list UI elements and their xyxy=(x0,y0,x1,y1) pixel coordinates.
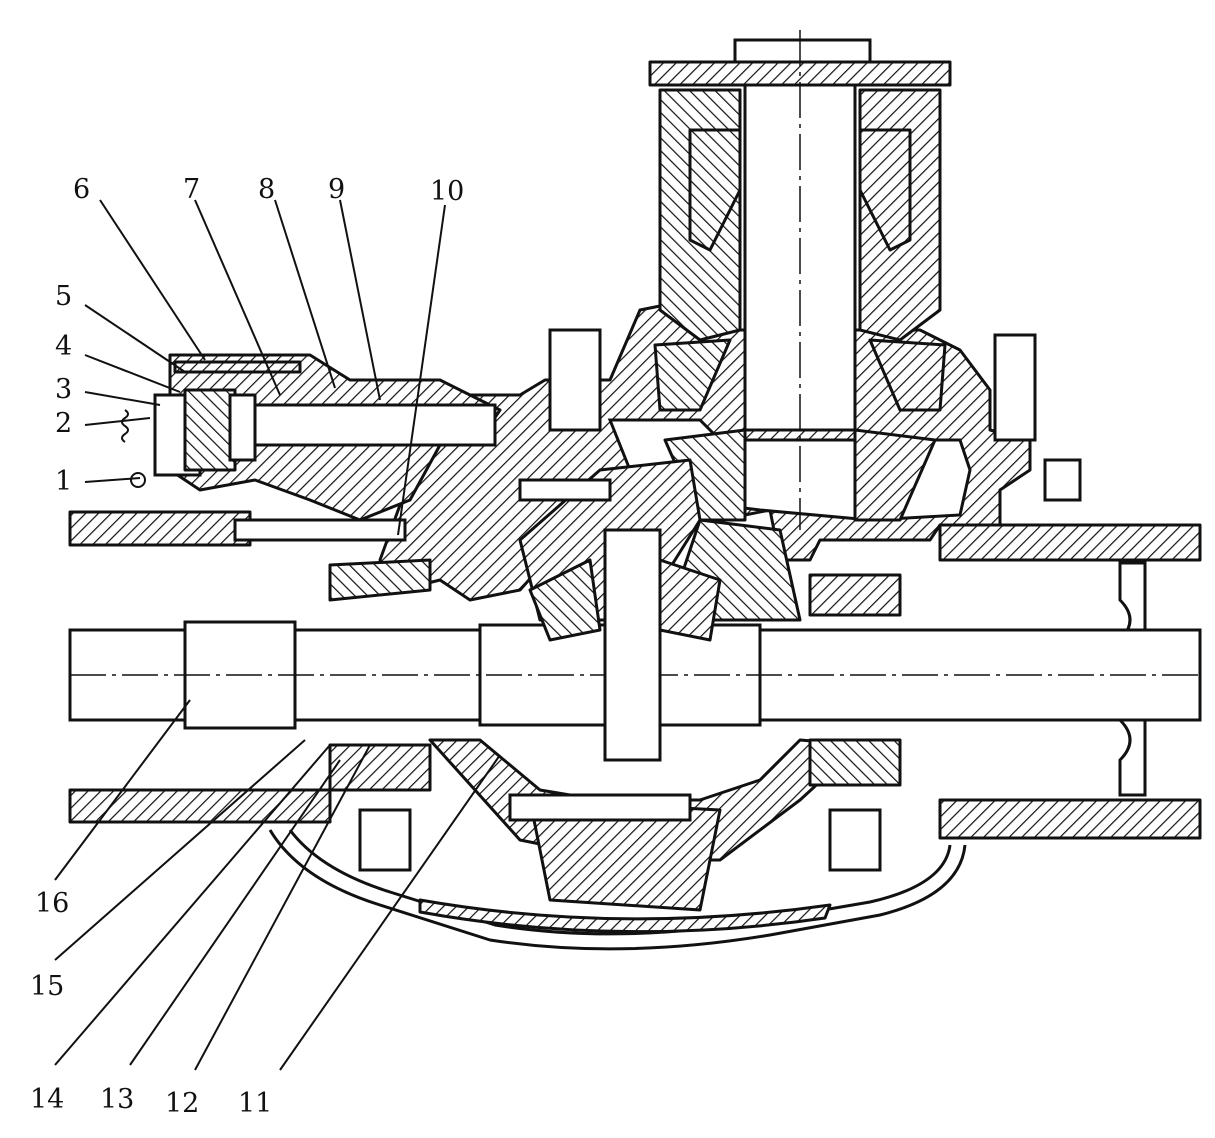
callout-3: 3 xyxy=(55,374,72,405)
callout-labels: 1 2 3 4 5 6 7 8 9 10 11 12 13 14 15 16 xyxy=(30,174,464,1119)
callout-2: 2 xyxy=(55,408,72,439)
leader-6 xyxy=(99,199,206,361)
right-diff-bearing-lower xyxy=(808,738,902,787)
callout-8: 8 xyxy=(258,174,275,205)
callout-9: 9 xyxy=(328,174,345,205)
ring-gear-bolt xyxy=(508,793,692,822)
leader-11 xyxy=(279,754,501,1071)
housing-upper-left-wall xyxy=(68,510,252,547)
leader-10 xyxy=(397,204,446,536)
oil-pan-inner-plate xyxy=(418,898,832,934)
right-lower-roller-block xyxy=(828,808,882,872)
callout-14: 14 xyxy=(30,1084,64,1115)
leader-16 xyxy=(54,699,191,881)
leader-14 xyxy=(54,744,331,1066)
left-casing-bolt xyxy=(548,328,602,432)
leader-13 xyxy=(129,759,341,1066)
side-gear-right xyxy=(658,558,722,642)
callout-4: 4 xyxy=(55,331,72,362)
adjuster-lower-rod xyxy=(233,518,407,542)
bottom-cover xyxy=(268,829,967,951)
housing-lower-left-wall xyxy=(68,788,332,824)
right-casing-bolt xyxy=(993,333,1037,442)
leader-8 xyxy=(274,199,336,389)
leader-9 xyxy=(339,199,381,401)
leader-5 xyxy=(84,304,186,373)
right-diff-bearing-upper xyxy=(808,573,902,617)
left-diff-bearing-lower xyxy=(328,743,432,792)
callout-12: 12 xyxy=(165,1088,199,1119)
leader-1 xyxy=(84,477,141,483)
upper-bolt xyxy=(518,478,612,502)
callout-15: 15 xyxy=(30,971,64,1002)
differential-cross-pin xyxy=(603,528,662,762)
leader-3 xyxy=(84,391,161,406)
callout-13: 13 xyxy=(100,1084,134,1115)
pinion-top-nut xyxy=(733,38,872,64)
axle-housing xyxy=(68,510,1202,840)
housing-upper-right-wall xyxy=(938,523,1202,562)
leader-4 xyxy=(84,354,181,393)
callout-6: 6 xyxy=(73,174,90,205)
pinion-upper-bearing-right xyxy=(858,128,912,252)
pinion-lower-bearing-left xyxy=(653,338,732,412)
oil-pan-inner xyxy=(288,829,952,936)
callout-7: 7 xyxy=(183,174,200,205)
adjuster-lock-plate xyxy=(183,388,237,472)
adjuster-bolt xyxy=(248,403,497,447)
leader-7 xyxy=(194,199,281,396)
leader-15 xyxy=(54,739,306,961)
leader-12 xyxy=(194,744,371,1071)
differential-bearings xyxy=(328,558,902,872)
callout-10: 10 xyxy=(430,176,464,207)
differential xyxy=(428,458,862,912)
casing-bolts xyxy=(548,328,1082,502)
cotter-pin-ring xyxy=(130,472,146,488)
callout-16: 16 xyxy=(35,888,69,919)
adjuster-spring-seat xyxy=(228,393,257,462)
right-small-bolt xyxy=(1043,458,1082,502)
oil-pan-outer xyxy=(268,829,967,951)
pinion-upper-bearing-left xyxy=(688,128,742,252)
spring-coils xyxy=(121,409,129,443)
left-diff-bearing-upper xyxy=(328,558,432,602)
pinion-lower-bearing-right xyxy=(868,338,947,412)
callout-1: 1 xyxy=(55,466,72,497)
housing-lower-right-wall xyxy=(938,798,1202,840)
adjuster-upper-rod xyxy=(173,360,302,374)
callout-11: 11 xyxy=(238,1088,272,1119)
callout-5: 5 xyxy=(55,281,72,312)
pinion-gear-right xyxy=(853,428,937,522)
leader-2 xyxy=(84,417,151,426)
left-lower-roller-block xyxy=(358,808,412,872)
drive-pinion xyxy=(653,30,947,530)
side-gear-left xyxy=(528,558,602,642)
leader-lines xyxy=(54,199,501,1071)
